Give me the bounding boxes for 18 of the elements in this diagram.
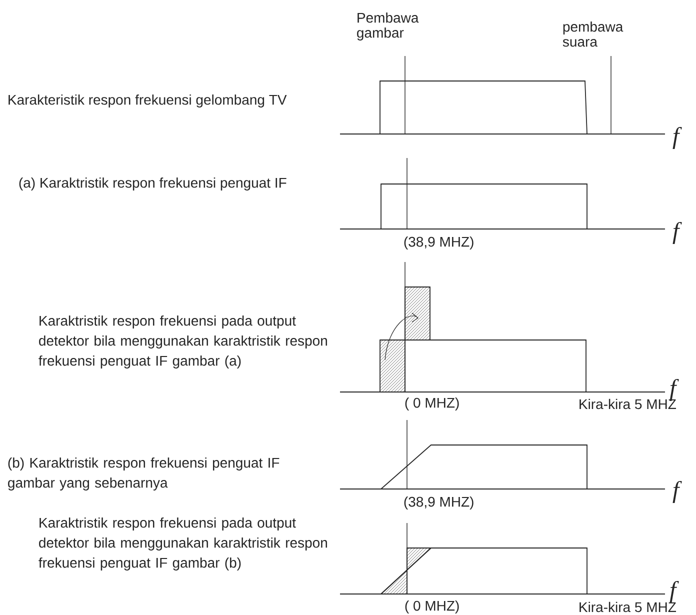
caption-text: (b) Karaktristik respon frekuensi penguat IF gambar yang sebenarnya (8, 457, 280, 490)
caption-text: Karaktristik respon frekuensi pada output detektor bila menggunakan karaktristik respon frekuensi penguat IF gambar (b) (38, 517, 327, 570)
caption-text: Kira-kira 5 MHZ (580, 602, 676, 612)
caption-text: ( 0 MHZ) (405, 397, 459, 411)
axis-label: f (672, 481, 682, 503)
caption-text: (38,9 MHZ) (404, 236, 474, 250)
axis-label: f (670, 379, 679, 401)
axis-label: f (672, 127, 682, 149)
caption-text: Pembawa gambar (357, 12, 419, 40)
axis-label: f (672, 222, 682, 244)
caption-text: ( 0 MHZ) (405, 600, 459, 614)
axis-label: f (670, 581, 679, 603)
caption-text: Karaktristik respon frekuensi pada output detektor bila menggunakan karaktristik respon frekuensi penguat IF gambar (a) (38, 315, 327, 368)
caption-text: Kira-kira 5 MHZ (580, 398, 676, 410)
caption-text: (a) Karaktristik respon frekuensi penguat IF (19, 177, 286, 191)
caption-text: Karakteristik respon frekuensi gelombang TV (8, 94, 287, 108)
caption-text: (38,9 MHZ) (404, 496, 474, 510)
caption-text: pembawa suara (562, 21, 624, 47)
